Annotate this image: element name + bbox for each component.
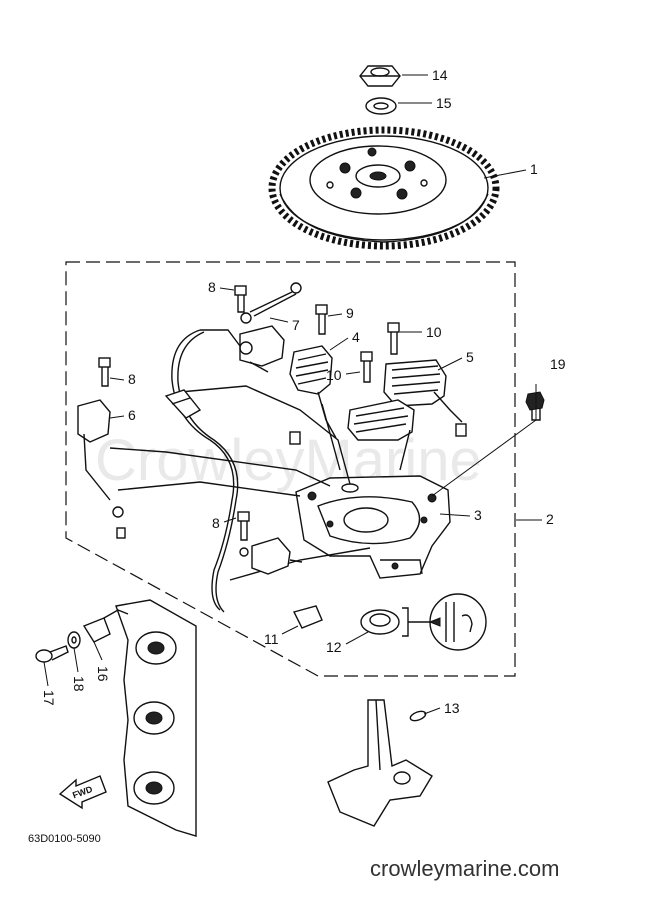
part-8-screw-upper[interactable] [234, 285, 247, 313]
callout-8-upper: 8 [208, 279, 216, 295]
part-9-screw[interactable] [315, 304, 328, 335]
callout-11: 11 [264, 631, 279, 647]
callout-2: 2 [546, 511, 554, 527]
callout-1: 1 [530, 161, 538, 177]
callout-15: 15 [436, 95, 452, 111]
part-4-pulser-coil[interactable] [289, 345, 337, 439]
site-footer: crowleymarine.com [370, 856, 560, 881]
callout-14: 14 [432, 67, 448, 83]
callout-10-upper: 10 [426, 324, 442, 340]
part-16-bracket[interactable] [82, 609, 129, 643]
wiring-harness [109, 329, 411, 613]
callout-17: 17 [41, 690, 57, 706]
part-8-screw-lower[interactable] [237, 511, 250, 541]
leader-lines [43, 74, 542, 715]
callout-8-lower: 8 [212, 515, 220, 531]
callout-9: 9 [346, 305, 354, 321]
callout-13: 13 [444, 700, 460, 716]
part-5-charge-coil[interactable] [383, 359, 463, 423]
part-11-clamp[interactable] [292, 605, 323, 629]
wire-terminal-right[interactable] [455, 423, 467, 437]
part-13-woodruff-key[interactable] [409, 710, 427, 723]
lighting-coil[interactable] [347, 399, 415, 441]
fwd-arrow-icon: FWD [58, 775, 107, 810]
callout-12: 12 [326, 639, 342, 655]
callout-4: 4 [352, 329, 360, 345]
callout-16: 16 [95, 666, 111, 682]
harness-connector[interactable] [164, 389, 202, 419]
part-10-screw-upper[interactable] [387, 322, 400, 355]
crankcase-section [115, 599, 197, 837]
part-19-bolt[interactable] [525, 391, 545, 421]
callout-labels: 14 15 1 8 7 9 10 4 10 5 19 8 6 3 2 8 11 … [41, 67, 566, 716]
callout-3: 3 [474, 507, 482, 523]
part-17-bolt[interactable] [35, 645, 69, 663]
rectifier-unit[interactable] [239, 537, 303, 575]
callout-19: 19 [550, 356, 566, 372]
callout-6: 6 [128, 407, 136, 423]
wire-terminal-left[interactable] [289, 431, 301, 445]
part-14-nut[interactable] [359, 65, 401, 87]
part-15-washer[interactable] [365, 97, 397, 115]
part-10-screw-lower[interactable] [360, 351, 373, 383]
part-7-ground-lead[interactable] [240, 282, 302, 324]
callout-7: 7 [292, 317, 300, 333]
crankshaft-end [327, 699, 433, 827]
part-3-base-plate[interactable] [295, 475, 451, 579]
seal-detail-inset [428, 593, 487, 651]
callout-10-lower: 10 [326, 367, 342, 383]
callout-18: 18 [71, 676, 87, 692]
cdi-unit[interactable] [239, 325, 285, 373]
part-8-screw-left[interactable] [98, 357, 111, 387]
part-12-oil-seal[interactable] [360, 607, 430, 637]
part-18-washer[interactable] [67, 631, 81, 649]
part-1-flywheel[interactable] [268, 126, 500, 250]
callout-5: 5 [466, 349, 474, 365]
part-6-ignition-coil[interactable] [77, 399, 126, 539]
callout-8-left: 8 [128, 371, 136, 387]
diagram-code: 63D0100-5090 [28, 833, 101, 845]
stator-assembly-boundary [65, 261, 516, 677]
